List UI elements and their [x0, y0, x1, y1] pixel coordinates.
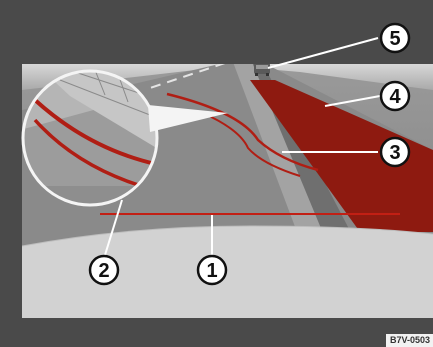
callout-2: 2 — [90, 256, 118, 284]
figure-code: B7V-0503 — [386, 334, 433, 347]
leader-5 — [268, 38, 378, 68]
callout-2-label: 2 — [98, 260, 109, 282]
callout-5: 5 — [381, 24, 409, 52]
callout-3-label: 3 — [389, 142, 400, 164]
callout-3: 3 — [381, 138, 409, 166]
callout-1-label: 1 — [206, 260, 217, 282]
callout-4: 4 — [381, 82, 409, 110]
callout-5-label: 5 — [389, 28, 400, 50]
callout-4-label: 4 — [389, 86, 401, 108]
callout-1: 1 — [198, 256, 226, 284]
rear-bumper — [22, 226, 433, 318]
